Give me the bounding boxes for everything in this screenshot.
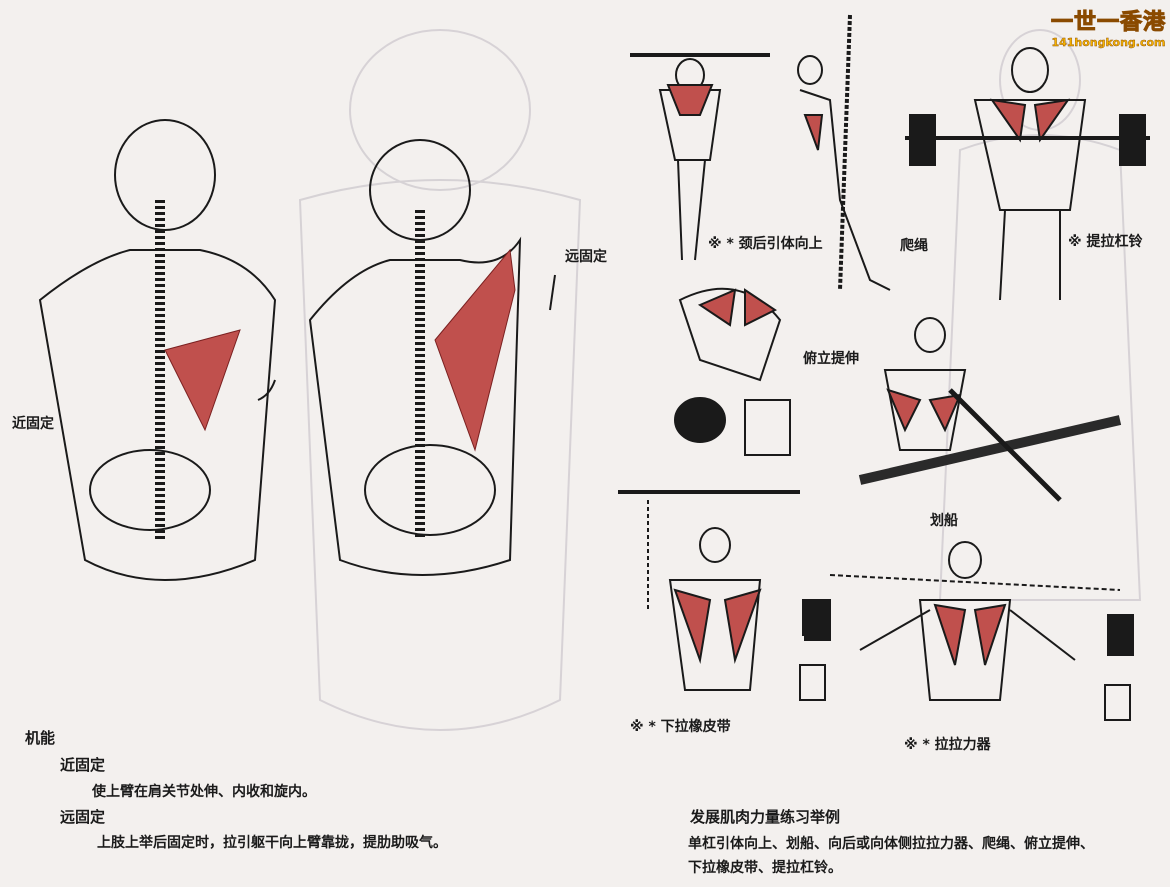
barbell-pull-figure — [905, 47, 1150, 301]
back-figure-far-fixed — [308, 139, 556, 576]
label-pull-expander: ※ * 拉拉力器 — [904, 737, 991, 753]
function-heading: 机能 — [25, 729, 56, 747]
watermark-logo: 一世一香港 141hongkong.com — [1050, 4, 1166, 50]
rowing-figure — [858, 317, 1122, 502]
near-fixed-title: 近固定 — [60, 756, 106, 774]
label-pulldown-rubber-band: ※ * 下拉橡皮带 — [630, 719, 731, 735]
rope-climb-figure — [797, 14, 891, 291]
label-pullup-behind-neck: ※ * 颈后引体向上 — [708, 236, 823, 252]
latissimus-dorsi-far — [434, 248, 516, 452]
label-far-fixed: 远固定 — [565, 249, 607, 265]
background-ghost-figure — [298, 29, 1142, 731]
training-line-1: 单杠引体向上、划船、向后或向体侧拉拉力器、爬绳、俯立提伸、 — [688, 836, 1094, 852]
label-near-fixed: 近固定 — [12, 416, 54, 432]
training-line-2: 下拉橡皮带、提拉杠铃。 — [688, 860, 842, 876]
watermark-site: 141hongkong.com — [1051, 36, 1166, 49]
far-fixed-title: 远固定 — [60, 808, 106, 826]
back-figure-near-fixed — [38, 119, 277, 581]
near-fixed-text: 使上臂在肩关节处伸、内收和旋内。 — [92, 784, 316, 800]
label-barbell-pull: ※ 提拉杠铃 — [1068, 234, 1143, 250]
label-rope-climb: 爬绳 — [900, 238, 928, 254]
watermark-title: 一世一香港 — [1050, 10, 1166, 36]
pulldown-figure — [618, 490, 826, 691]
label-rowing: 划船 — [930, 513, 958, 529]
latissimus-dorsi-near — [164, 329, 241, 432]
label-bent-over-extension: 俯立提伸 — [803, 351, 859, 367]
training-heading: 发展肌肉力量练习举例 — [690, 808, 841, 826]
bent-over-extension-figure — [674, 287, 791, 456]
expander-figure — [799, 541, 1134, 721]
pullup-figure — [630, 53, 770, 261]
far-fixed-text: 上肢上举后固定时，拉引躯干向上臂靠拢，提肋助吸气。 — [97, 835, 447, 851]
